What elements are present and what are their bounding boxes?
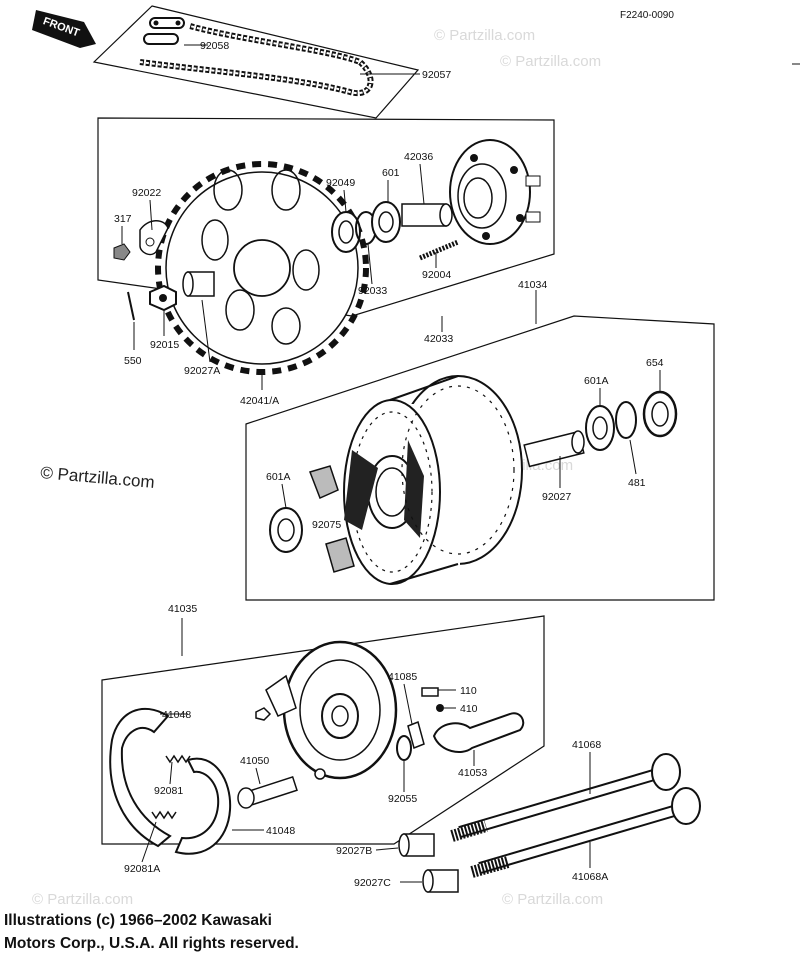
label-41068A: 41068A — [572, 871, 608, 883]
label-92027B: 92027B — [336, 845, 372, 857]
chain-group: 92058 92057 — [92, 5, 451, 119]
label-92057: 92057 — [422, 69, 451, 81]
label-317: 317 — [114, 213, 132, 225]
label-41048-bot: 41048 — [266, 825, 295, 837]
watermark-main: © Partzilla.com — [40, 463, 156, 492]
label-92022: 92022 — [132, 187, 161, 199]
label-41050: 41050 — [240, 755, 269, 767]
figure-reference: F2240-0090 — [620, 10, 674, 21]
label-92033: 92033 — [358, 285, 387, 297]
watermark-bottom-left: © Partzilla.com — [32, 891, 133, 908]
sprocket-group: 92022 317 92049 601 42036 92004 92033 42… — [97, 117, 555, 375]
label-601A-top: 601A — [584, 375, 609, 387]
label-92081A: 92081A — [124, 863, 160, 875]
label-41035: 41035 — [168, 603, 197, 615]
watermark-top: © Partzilla.com — [434, 27, 535, 44]
sprocket-coupling-42033 — [449, 139, 541, 245]
label-42041A: 42041/A — [240, 395, 279, 407]
label-42033: 42033 — [424, 333, 453, 345]
label-601: 601 — [382, 167, 400, 179]
label-92027: 92027 — [542, 491, 571, 503]
label-92058: 92058 — [200, 40, 229, 52]
watermark-top2: © Partzilla.com — [500, 53, 601, 70]
label-654: 654 — [646, 357, 664, 369]
label-92049: 92049 — [326, 177, 355, 189]
label-110: 110 — [460, 685, 477, 697]
label-41034: 41034 — [518, 279, 547, 291]
label-41053: 41053 — [458, 767, 487, 779]
label-92027A: 92027A — [184, 365, 220, 377]
axle-nut-group: 550 92015 92027A 42041/A — [124, 284, 279, 407]
label-92015: 92015 — [150, 339, 179, 351]
label-92055: 92055 — [388, 793, 417, 805]
label-92027C: 92027C — [354, 877, 391, 889]
label-410: 410 — [460, 703, 478, 715]
front-arrow-tag: FRONT — [32, 10, 96, 48]
hub-group: 41034 601A — [245, 279, 715, 601]
rear-hub — [343, 375, 523, 585]
label-481: 481 — [628, 477, 646, 489]
label-92075: 92075 — [312, 519, 341, 531]
axle-group: 41068 92027B 92027C 41068A — [336, 739, 701, 893]
brake-panel — [265, 640, 398, 780]
brake-group: 41035 41048 41085 110 — [101, 603, 545, 875]
label-41048-top: 41048 — [162, 709, 191, 721]
label-41068: 41068 — [572, 739, 601, 751]
label-92004: 92004 — [422, 269, 451, 281]
copyright-line-2: Motors Corp., U.S.A. All rights reserved… — [4, 935, 299, 952]
label-41085: 41085 — [388, 671, 417, 683]
label-601A-left: 601A — [266, 471, 291, 483]
watermark-bottom-right: © Partzilla.com — [502, 891, 603, 908]
label-550: 550 — [124, 355, 142, 367]
label-42036: 42036 — [404, 151, 433, 163]
label-92081: 92081 — [154, 785, 183, 797]
rear-sprocket-42041 — [155, 161, 369, 375]
copyright-line-1: Illustrations (c) 1966–2002 Kawasaki — [4, 912, 272, 929]
